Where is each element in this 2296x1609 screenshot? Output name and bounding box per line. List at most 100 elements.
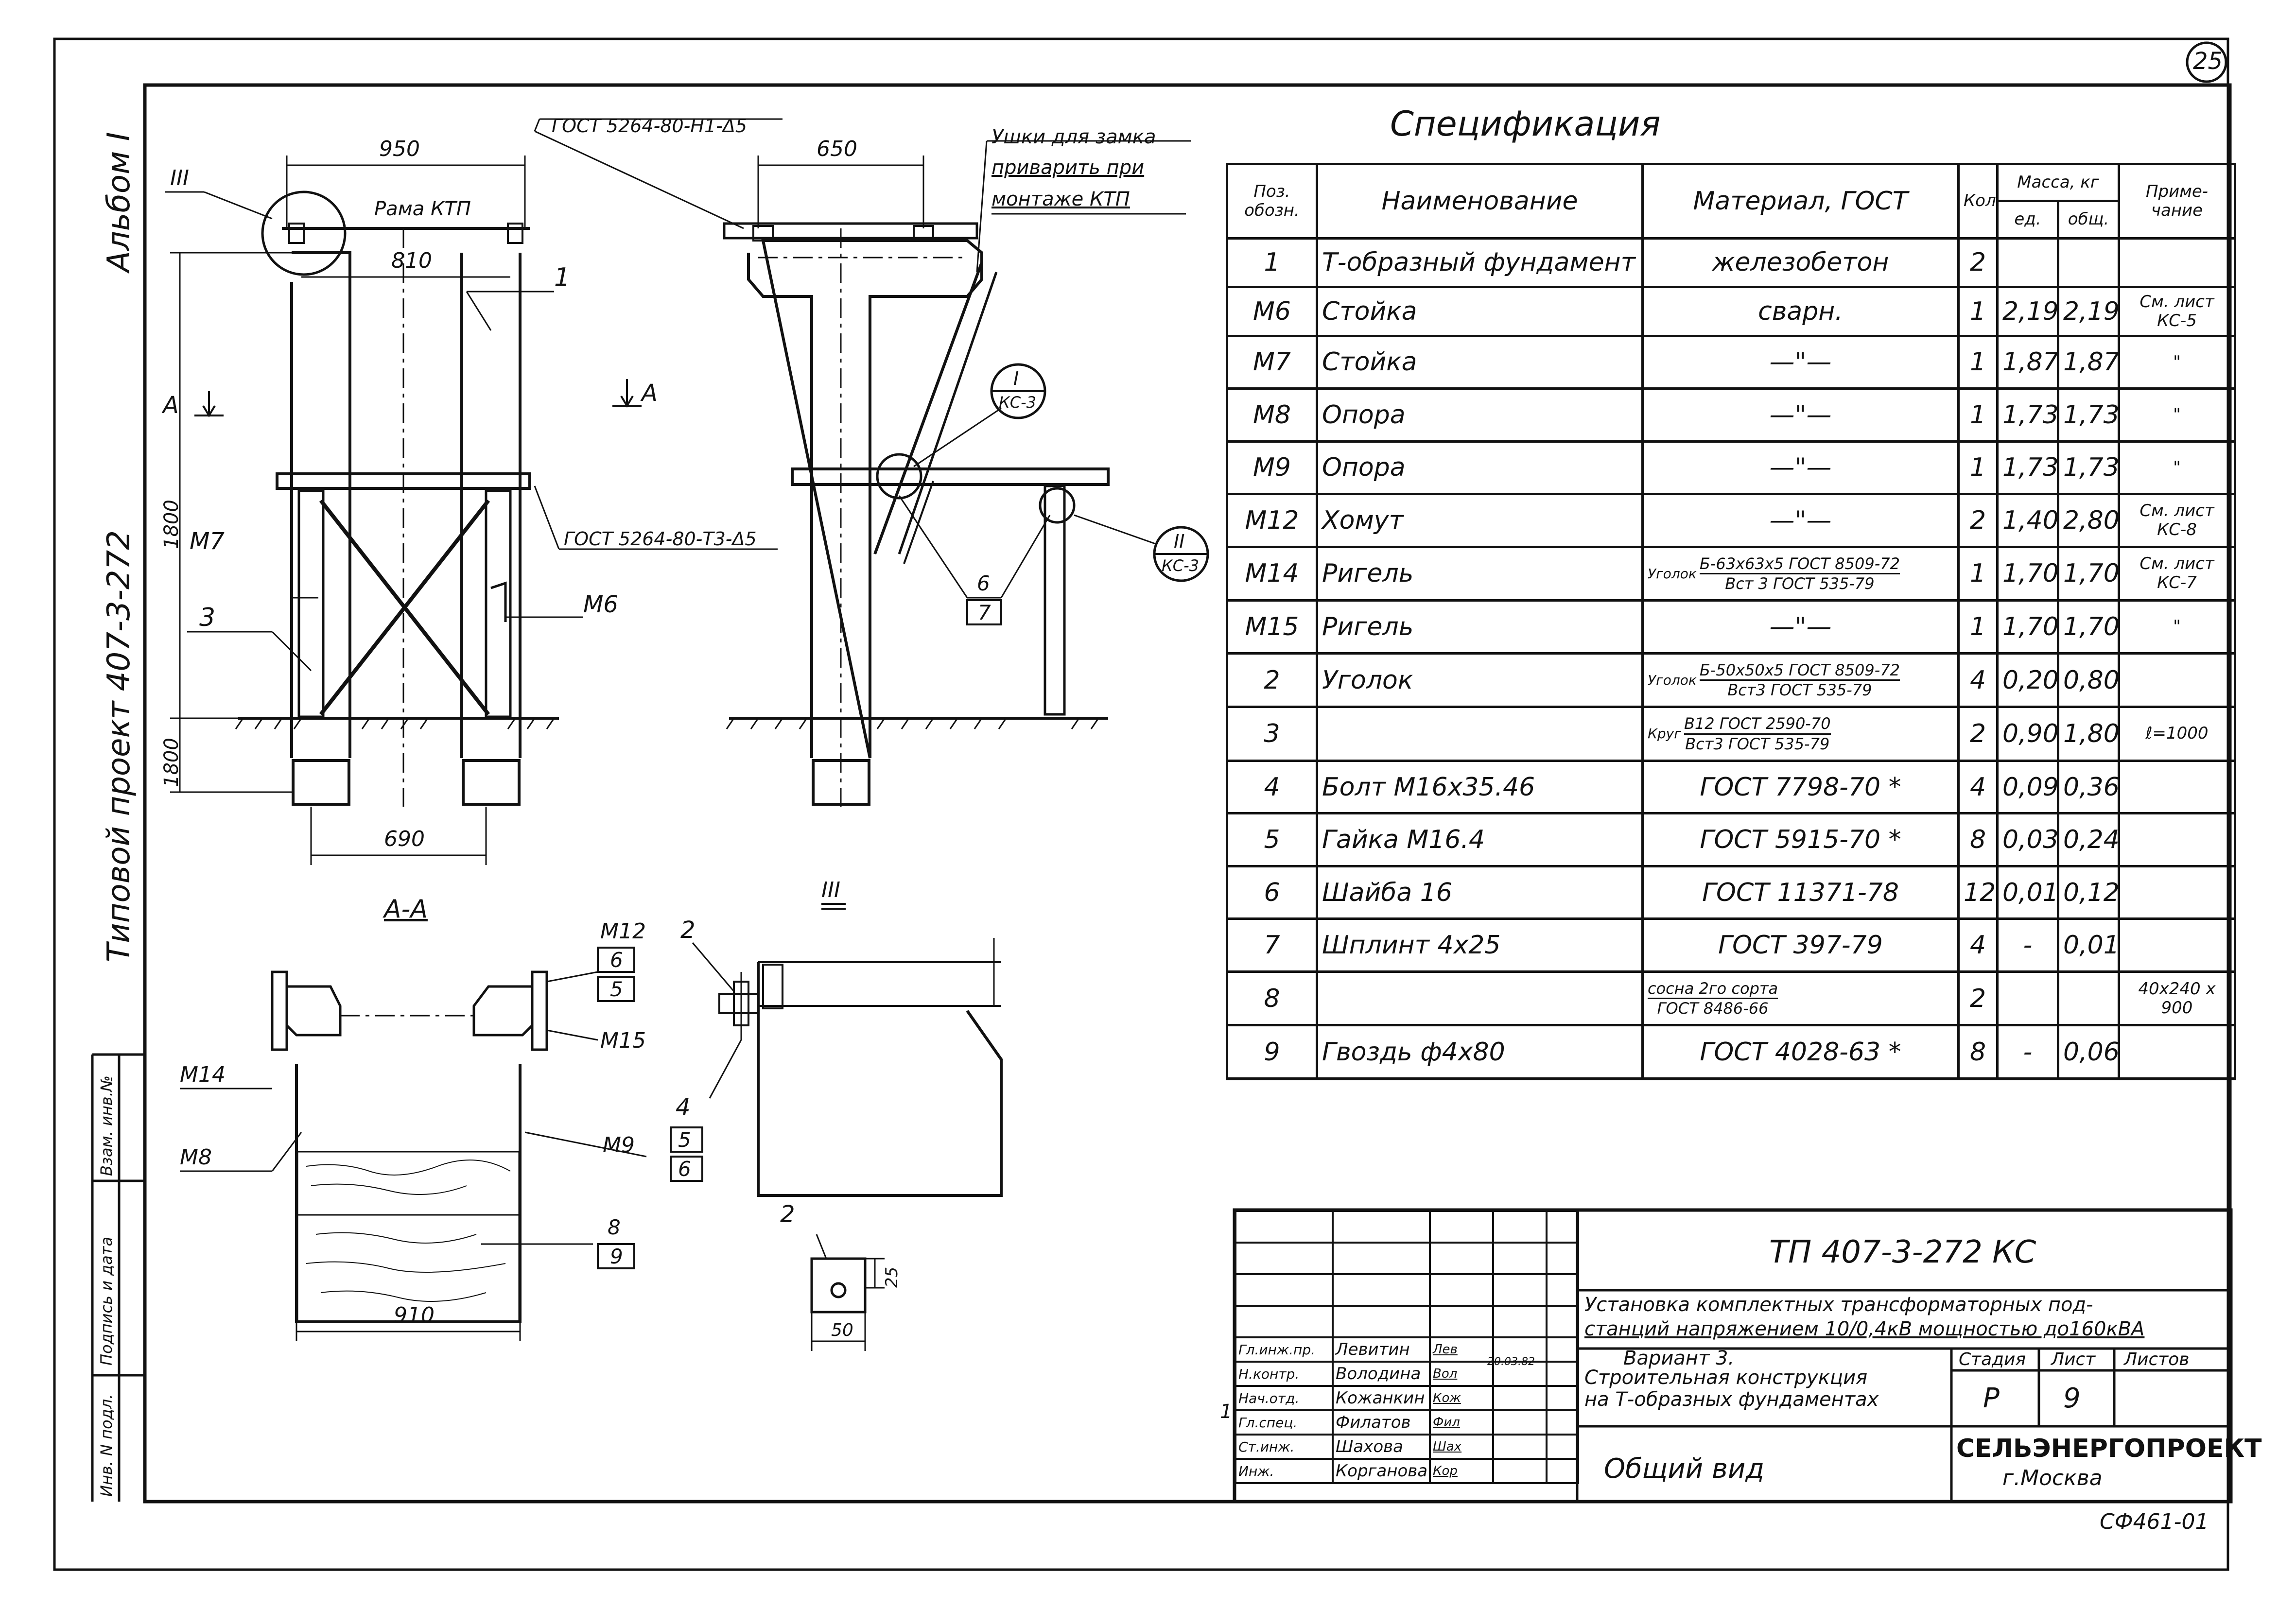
signer-role: Гл.спец. [1235, 1409, 1334, 1436]
spec-cell-note: " [2118, 334, 2236, 390]
section-aa-9: 9 [610, 1245, 623, 1268]
title-rev-mark: 1 [1220, 1401, 1233, 1423]
front-dim-width: 950 [379, 137, 420, 161]
side-note-2: приварить при [991, 156, 1145, 179]
spec-cell-mass-total: 0,24 [2057, 812, 2120, 867]
signer-name: Шахова [1332, 1434, 1431, 1460]
front-callout-iii: III [170, 166, 189, 190]
spec-cell-mass-total: 1,73 [2057, 387, 2120, 443]
spec-cell-name: Стойка [1316, 334, 1644, 390]
spec-cell-qty: 8 [1957, 1024, 1999, 1080]
spec-cell-qty: 4 [1957, 759, 1999, 815]
side-callout-ii-ref: КС-3 [1162, 556, 1199, 575]
signer-role: Нач.отд. [1235, 1385, 1334, 1411]
spec-cell-material: ГОСТ 11371-78 [1641, 865, 1960, 920]
signer-role: Инж. [1235, 1458, 1334, 1484]
spec-cell-note: См. лист КС-7 [2118, 545, 2236, 602]
spec-hdr-pos: Поз. обозн. [1226, 163, 1318, 240]
spec-cell-mass-total [2057, 237, 2120, 289]
signer-empty-cell [1546, 1409, 1579, 1436]
spec-cell-material-prefix: Уголок [1648, 672, 1697, 688]
section-aa-m15: М15 [600, 1028, 646, 1053]
spec-cell-material: ГОСТ 4028-63 * [1641, 1024, 1960, 1080]
spec-hdr-mass-total: общ. [2057, 200, 2120, 240]
spec-cell-mass-unit: 1,87 [1996, 334, 2059, 390]
margin-podpis: Подпись и дата [97, 1236, 116, 1366]
spec-cell-pos: М6 [1226, 286, 1318, 337]
spec-cell-mass-unit [1996, 970, 2059, 1027]
spec-cell-mass-total: 2,19 [2057, 286, 2120, 337]
spec-cell-qty: 1 [1957, 286, 1999, 337]
spec-hdr-mass: Масса, кг [1996, 162, 2120, 203]
signer-empty-cell [1492, 1409, 1548, 1436]
signer-empty-cell [1492, 1458, 1548, 1484]
spec-cell-mass-unit: 1,73 [1996, 440, 2059, 496]
spec-cell-pos: М9 [1226, 440, 1318, 496]
signer-empty-cell [1546, 1458, 1579, 1484]
spec-cell-material-bottom: Вст3 ГОСТ 535-79 [1685, 734, 1830, 753]
spec-cell-material: —"— [1641, 334, 1960, 390]
title-org-2: г.Москва [2002, 1466, 2103, 1490]
signer-name: Кожанкин [1332, 1385, 1431, 1411]
title-stage: Р [1983, 1383, 2000, 1414]
spec-hdr-mass-unit: ед. [1996, 200, 2059, 240]
title-variant-1: Вариант 3. [1623, 1347, 1735, 1369]
spec-cell-pos: М8 [1226, 387, 1318, 443]
spec-header-row: Поз. обозн. Наименование Материал, ГОСТ … [1226, 162, 2236, 240]
signer-role: Ст.инж. [1235, 1434, 1334, 1460]
section-aa-m12: М12 [600, 919, 646, 944]
spec-cell-note [2118, 865, 2236, 920]
spec-cell-name: Гайка М16.4 [1316, 812, 1644, 867]
spec-cell-pos: М14 [1226, 545, 1318, 602]
signer-empty-cell [1546, 1336, 1579, 1363]
specification-table: Поз. обозн. Наименование Материал, ГОСТ … [1226, 162, 2236, 1080]
title-sheet: 9 [2063, 1383, 2081, 1414]
front-dim-height-lower: 1800 [160, 738, 183, 787]
spec-cell-qty: 4 [1957, 652, 1999, 709]
spec-cell-name: Ригель [1316, 545, 1644, 602]
spec-cell-note: См. лист КС-5 [2118, 286, 2236, 337]
signer-name: Филатов [1332, 1409, 1431, 1436]
spec-cell-pos: 7 [1226, 917, 1318, 973]
spec-cell-mass-total: 1,70 [2057, 545, 2120, 602]
detail-2-dim-w: 50 [831, 1320, 853, 1340]
section-aa-m8: М8 [180, 1145, 212, 1170]
spec-cell-note: " [2118, 599, 2236, 655]
side-callout-i-num: I [1013, 368, 1019, 389]
signer-empty-cell [1492, 1336, 1548, 1363]
spec-cell-material: ГОСТ 397-79 [1641, 917, 1960, 973]
spec-cell-material: —"— [1641, 599, 1960, 655]
title-sheets-hdr: Листов [2124, 1349, 2190, 1369]
spec-cell-pos: 4 [1226, 759, 1318, 815]
spec-cell-mass-total: 0,01 [2057, 917, 2120, 973]
spec-cell-name: Хомут [1316, 493, 1644, 548]
spec-cell-name: Стойка [1316, 286, 1644, 337]
signer-empty-cell [1492, 1385, 1548, 1411]
spec-cell-mass-unit: - [1996, 1024, 2059, 1080]
section-aa-8: 8 [608, 1215, 621, 1239]
spec-cell-note [2118, 652, 2236, 709]
album-label: Альбом I [101, 132, 137, 272]
spec-cell-mass-unit: 0,90 [1996, 706, 2059, 762]
sheet-number: 25 [2193, 48, 2223, 75]
spec-cell-pos: М12 [1226, 493, 1318, 548]
title-stage-hdr: Стадия [1959, 1349, 2026, 1369]
signer-empty-cell [1492, 1361, 1548, 1387]
signer-role: Н.контр. [1235, 1361, 1334, 1387]
spec-cell-mass-total: 0,06 [2057, 1024, 2120, 1080]
spec-cell-material-bottom: Вст3 ГОСТ 535-79 [1727, 681, 1872, 699]
